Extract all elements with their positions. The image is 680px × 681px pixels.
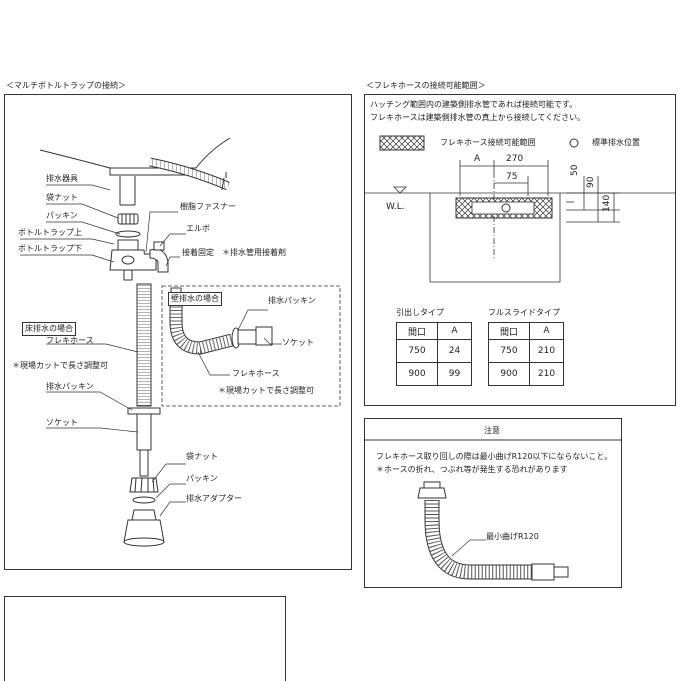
legend-std-circle <box>569 138 579 148</box>
caution-panel-frame <box>364 418 622 588</box>
table-row: 750 210 <box>488 339 564 363</box>
table-cell: 900 <box>396 362 438 386</box>
right-panel-title: ＜フレキホースの接続可能範囲＞ <box>366 81 486 90</box>
table-drawer-type: 間口 A 750 24 900 99 <box>396 322 472 386</box>
label-bottle-trap-lower: ボトルトラップ下 <box>18 244 82 253</box>
drain-fixture-basin <box>39 137 231 206</box>
leader-lines-left <box>20 184 186 517</box>
bottom-partial-frame <box>4 596 286 681</box>
label-elbow: エルボ <box>186 224 210 233</box>
wall-drain-socket <box>231 326 273 349</box>
dim-90-label: 90 <box>586 176 596 188</box>
label-bottle-trap-upper: ボトルトラップ上 <box>18 228 82 237</box>
dim-a-label: A <box>474 154 481 164</box>
socket-part <box>136 413 152 477</box>
table-cell: 750 <box>488 339 530 363</box>
drain-packing-part <box>127 407 161 415</box>
label-adhesive-note: ＊排水管用接着剤 <box>222 248 286 257</box>
label-packing-top: パッキン <box>46 211 78 220</box>
caution-line2: ＊ホースの折れ、つぶれ等が発生する恐れがあります <box>376 465 568 474</box>
wall-drain-inset-frame <box>161 285 341 407</box>
label-packing-bottom: パッキン <box>186 474 218 483</box>
label-drain-fixture: 排水器具 <box>46 174 78 183</box>
table2-title: フルスライドタイプ <box>488 308 560 317</box>
table-header-cell: 間口 <box>488 322 530 340</box>
label-wall-drain-case: 壁排水の場合 <box>168 292 222 306</box>
caution-min-bend-label: 最小曲げR120 <box>486 532 539 541</box>
bottle-trap-part <box>109 239 157 281</box>
table-row: 間口 A <box>488 322 564 340</box>
caution-title: 注意 <box>484 426 500 435</box>
legend-hatch-swatch <box>379 135 425 151</box>
dim-270-label: 270 <box>506 154 524 164</box>
label-flexi-hose: フレキホース <box>46 336 94 345</box>
label-floor-drain-case: 床排水の場合 <box>22 322 76 336</box>
caution-line1: フレキホース取り回しの際は最小曲げR120以下にならないこと。 <box>376 452 613 461</box>
table-header-cell: 間口 <box>396 322 438 340</box>
std-drain-position <box>501 203 511 213</box>
table-cell: 210 <box>529 362 564 386</box>
range-diagram <box>364 160 676 283</box>
label-inset-drain-packing: 排水パッキン <box>268 296 316 305</box>
vertical-flexi-hose <box>136 283 152 407</box>
label-drain-adapter: 排水アダプター <box>186 494 242 503</box>
table-cell: 750 <box>396 339 438 363</box>
left-panel-title: ＜マルチボトルトラップの接続＞ <box>6 81 126 90</box>
supply-pipe <box>149 157 230 191</box>
label-socket: ソケット <box>46 418 78 427</box>
legend-range-label: フレキホース接続可能範囲 <box>440 138 536 147</box>
caution-hose-drawing <box>417 481 569 581</box>
table-row: 900 99 <box>396 362 472 386</box>
table-full-slide-type: 間口 A 750 210 900 210 <box>488 322 564 386</box>
table-header-cell: A <box>529 322 564 340</box>
leader-lines-inset <box>197 309 282 376</box>
label-resin-fastener: 樹脂ファスナー <box>180 202 236 211</box>
table-row: 間口 A <box>396 322 472 340</box>
label-inset-socket: ソケット <box>282 338 314 347</box>
left-panel-frame <box>4 94 352 570</box>
dim-50-label: 50 <box>570 164 580 176</box>
right-note-line1: ハッチング範囲内の建築側排水管であれば接続可能です。 <box>370 100 578 109</box>
legend-std-label: 標準排水位置 <box>592 138 640 147</box>
table-cell: 900 <box>488 362 530 386</box>
label-inset-flexi-hose: フレキホース <box>232 369 280 378</box>
table-cell: 24 <box>437 339 472 363</box>
wl-label: W.L. <box>386 202 405 212</box>
label-bag-nut-bottom: 袋ナット <box>186 452 218 461</box>
table-row: 750 24 <box>396 339 472 363</box>
label-drain-packing: 排水パッキン <box>46 382 94 391</box>
label-bag-nut-top: 袋ナット <box>46 193 78 202</box>
dim-75-label: 75 <box>506 172 518 182</box>
label-adhesive-fix: 接着固定 <box>182 248 214 257</box>
dim-140-label: 140 <box>602 194 612 212</box>
bag-nut-bottom-part <box>129 477 159 504</box>
table1-title: 引出しタイプ <box>396 308 444 317</box>
table-row: 900 210 <box>488 362 564 386</box>
elbow-part <box>149 241 169 273</box>
right-note-line2: フレキホースは建築側排水管の真上から接続してください。 <box>370 113 586 122</box>
bag-nut-top-part <box>115 213 141 238</box>
table-cell: 99 <box>437 362 472 386</box>
right-panel-frame <box>364 94 676 406</box>
table-header-cell: A <box>437 322 472 340</box>
drain-adapter-part <box>123 509 165 547</box>
table-cell: 210 <box>529 339 564 363</box>
label-cut-adjust-note: ＊現場カットで長さ調整可 <box>12 361 108 370</box>
label-inset-cut-adjust-note: ＊現場カットで長さ調整可 <box>218 386 314 395</box>
